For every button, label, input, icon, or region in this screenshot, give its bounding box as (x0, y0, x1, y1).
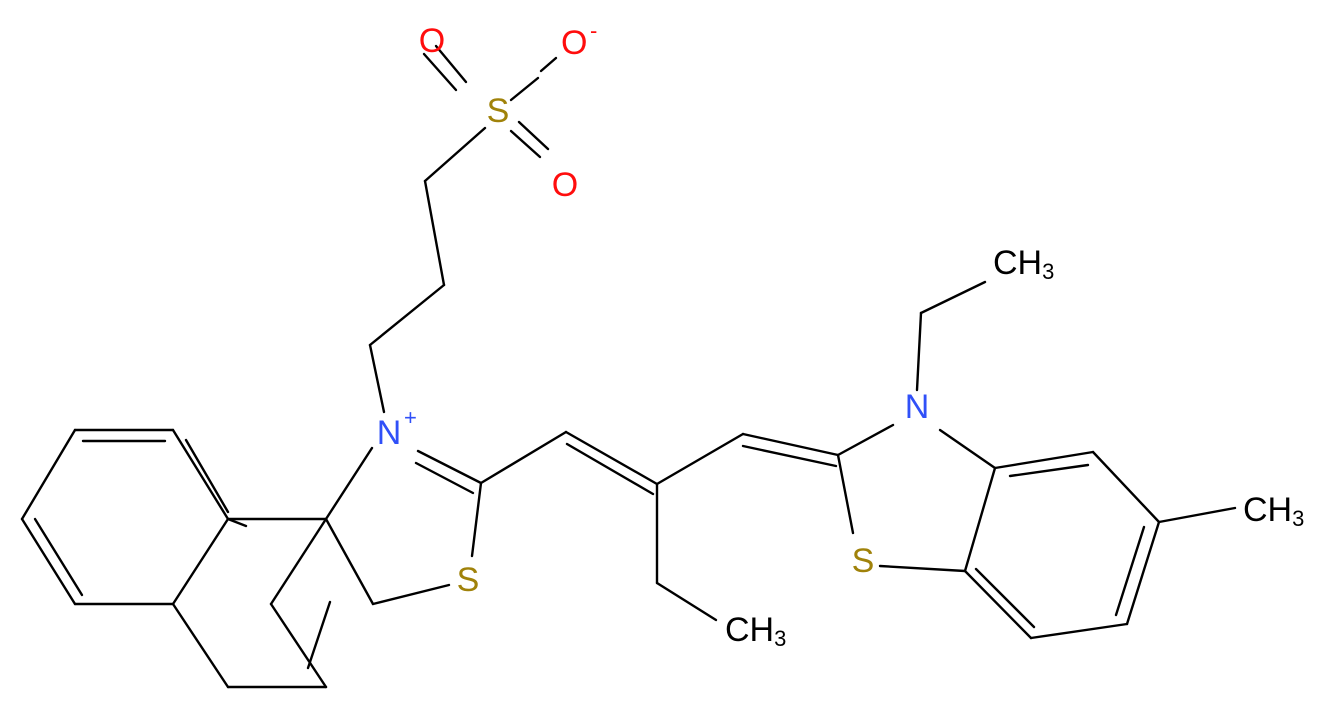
bond-14 (371, 583, 451, 606)
bond-54 (915, 311, 923, 392)
bond-8 (368, 283, 446, 347)
group-ch3-ring-methyl: CH3 (1243, 491, 1304, 531)
bond-15 (324, 517, 375, 606)
group-ch3-ethyl-chain: CH3 (725, 611, 786, 651)
bond-6 (423, 126, 487, 183)
atom-o-upper: O (419, 22, 445, 60)
bond-0 (422, 52, 458, 92)
bond-12 (414, 461, 475, 495)
bond-26 (20, 428, 77, 521)
bond-43 (938, 428, 997, 470)
bond-27 (20, 517, 77, 606)
bond-18 (269, 602, 328, 689)
bond-2 (509, 76, 540, 102)
bond-39 (655, 581, 718, 622)
bond-31 (184, 438, 230, 514)
bond-41 (836, 453, 855, 535)
bond-49 (963, 569, 1033, 640)
atom-s-left-ring: S (457, 561, 480, 599)
atom-n-plus: N (377, 414, 402, 452)
bond-36 (741, 432, 840, 457)
bond-34 (565, 442, 655, 496)
bond-45 (993, 450, 1095, 470)
charge-minus: - (590, 18, 597, 43)
bond-21 (171, 602, 230, 689)
bond-35 (655, 432, 745, 486)
bond-51 (1114, 525, 1146, 617)
bond-53 (1157, 506, 1237, 524)
charge-plus: + (404, 405, 417, 430)
bond-44 (963, 466, 997, 573)
bond-46 (1091, 450, 1161, 524)
bond-42 (878, 564, 967, 573)
bond-3 (539, 56, 558, 73)
group-ch3-ethyl-n: CH3 (993, 244, 1054, 284)
bond-1 (434, 44, 468, 84)
bond-17 (269, 517, 328, 606)
atom-o-lower: O (552, 166, 578, 204)
bond-24 (171, 428, 230, 521)
bond-40 (836, 423, 895, 457)
bond-11 (416, 449, 483, 485)
bond-47 (1125, 520, 1161, 626)
bond-4 (509, 129, 542, 159)
atom-s-right-ring: S (852, 542, 875, 580)
bond-10 (324, 446, 374, 521)
bond-23 (226, 517, 248, 528)
bond-9 (368, 343, 386, 414)
bond-22 (171, 517, 230, 606)
bond-52 (974, 567, 1036, 629)
atom-s-sulfonate: S (487, 92, 510, 130)
bond-30 (33, 517, 84, 597)
bond-33 (564, 430, 659, 486)
bond-13 (470, 481, 483, 558)
bond-7 (423, 179, 446, 287)
bond-19 (306, 600, 332, 670)
bond-lines (20, 44, 1237, 689)
bond-55 (919, 280, 987, 315)
atom-o-minus: O (561, 24, 587, 62)
atom-n-right: N (905, 388, 930, 426)
bond-32 (479, 430, 568, 485)
bond-5 (517, 120, 550, 151)
bond-37 (741, 444, 838, 468)
bond-48 (1029, 622, 1129, 640)
bond-50 (1008, 463, 1090, 478)
